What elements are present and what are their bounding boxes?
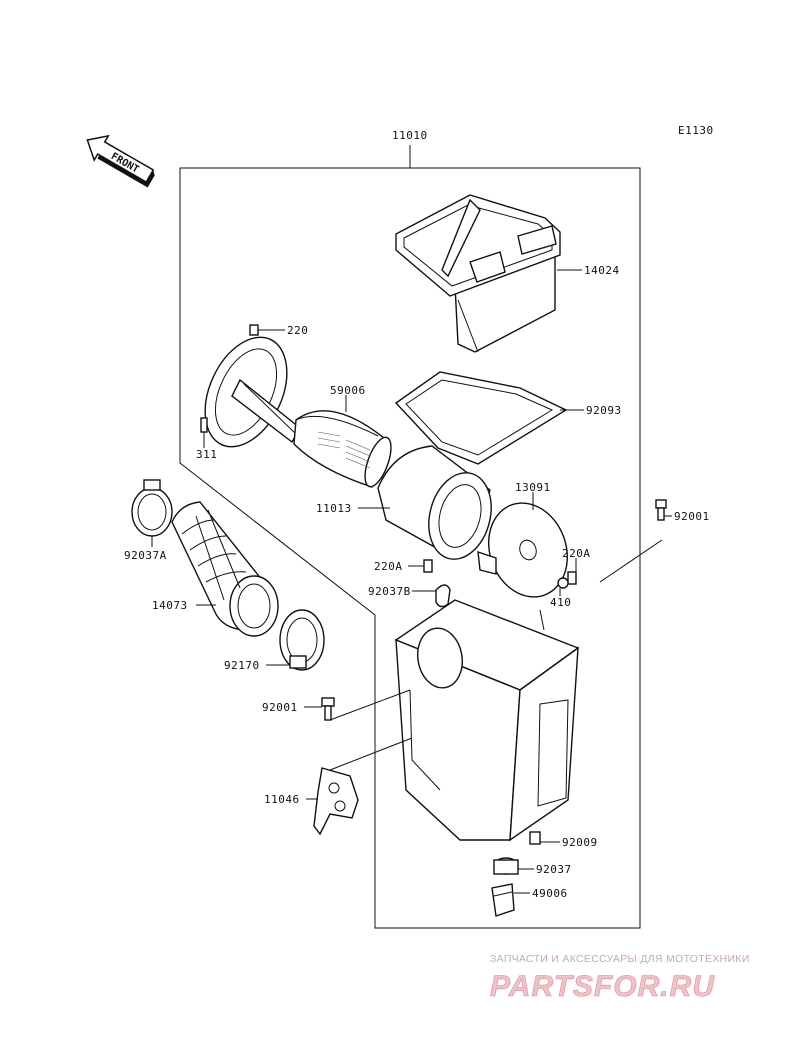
part-311-pin	[200, 417, 208, 433]
part-92001-right-bolt	[655, 499, 667, 521]
label-13091: 13091	[515, 481, 551, 494]
part-410-washer	[557, 577, 569, 589]
watermark-tagline: ЗАПЧАСТИ И АКСЕССУАРЫ ДЛЯ МОТОТЕХНИКИ	[490, 953, 750, 965]
mesh-pattern	[317, 431, 371, 469]
part-92037a-clamp	[131, 479, 173, 537]
part-59006-mesh	[293, 410, 392, 488]
label-92037: 92037	[536, 863, 572, 876]
part-92037b-clip	[435, 584, 451, 608]
part-14073-duct	[171, 501, 279, 637]
part-92093-gasket	[394, 371, 568, 465]
label-92093: 92093	[586, 404, 622, 417]
part-13091-plate	[477, 502, 569, 598]
assembly-boundary	[179, 167, 641, 929]
part-11046-bracket	[313, 767, 359, 836]
part-airbox-housing	[394, 599, 580, 842]
label-92170: 92170	[224, 659, 260, 672]
label-220a-left: 220A	[374, 560, 403, 573]
label-220a-right: 220A	[562, 547, 591, 560]
part-220a-left-screw	[423, 559, 433, 573]
leader-lines	[151, 145, 672, 894]
label-92037b: 92037B	[368, 585, 411, 598]
label-11010: 11010	[392, 129, 428, 142]
front-arrow: FRONT	[86, 134, 155, 188]
label-11013: 11013	[316, 502, 352, 515]
part-92009-bolt	[529, 831, 541, 845]
part-220a-right-screw	[567, 571, 577, 585]
label-92001-right: 92001	[674, 510, 710, 523]
part-14024-cover	[395, 194, 561, 353]
part-92170-clamp	[279, 609, 325, 671]
label-311: 311	[196, 448, 217, 461]
part-92037-clamp	[493, 857, 519, 875]
part-49006-tube	[491, 883, 515, 917]
label-14024: 14024	[584, 264, 620, 277]
watermark: ЗАПЧАСТИ И АКСЕССУАРЫ ДЛЯ МОТОТЕХНИКИ PA…	[490, 953, 750, 1003]
part-92001-left-bolt	[321, 697, 335, 721]
watermark-brand: PARTSFOR.RU	[490, 970, 715, 1003]
label-14073: 14073	[152, 599, 188, 612]
part-labels: 11010 14024 220 59006 92093 311 11013 13…	[124, 129, 710, 900]
diagram-code: E1130	[678, 124, 714, 137]
label-49006: 49006	[532, 887, 568, 900]
part-filter-holder	[204, 336, 301, 448]
label-92037a: 92037A	[124, 549, 167, 562]
label-92009: 92009	[562, 836, 598, 849]
part-11013-filter	[377, 445, 492, 560]
label-410: 410	[550, 596, 571, 609]
label-220: 220	[287, 324, 308, 337]
label-59006: 59006	[330, 384, 366, 397]
label-11046: 11046	[264, 793, 300, 806]
label-92001-left: 92001	[262, 701, 298, 714]
